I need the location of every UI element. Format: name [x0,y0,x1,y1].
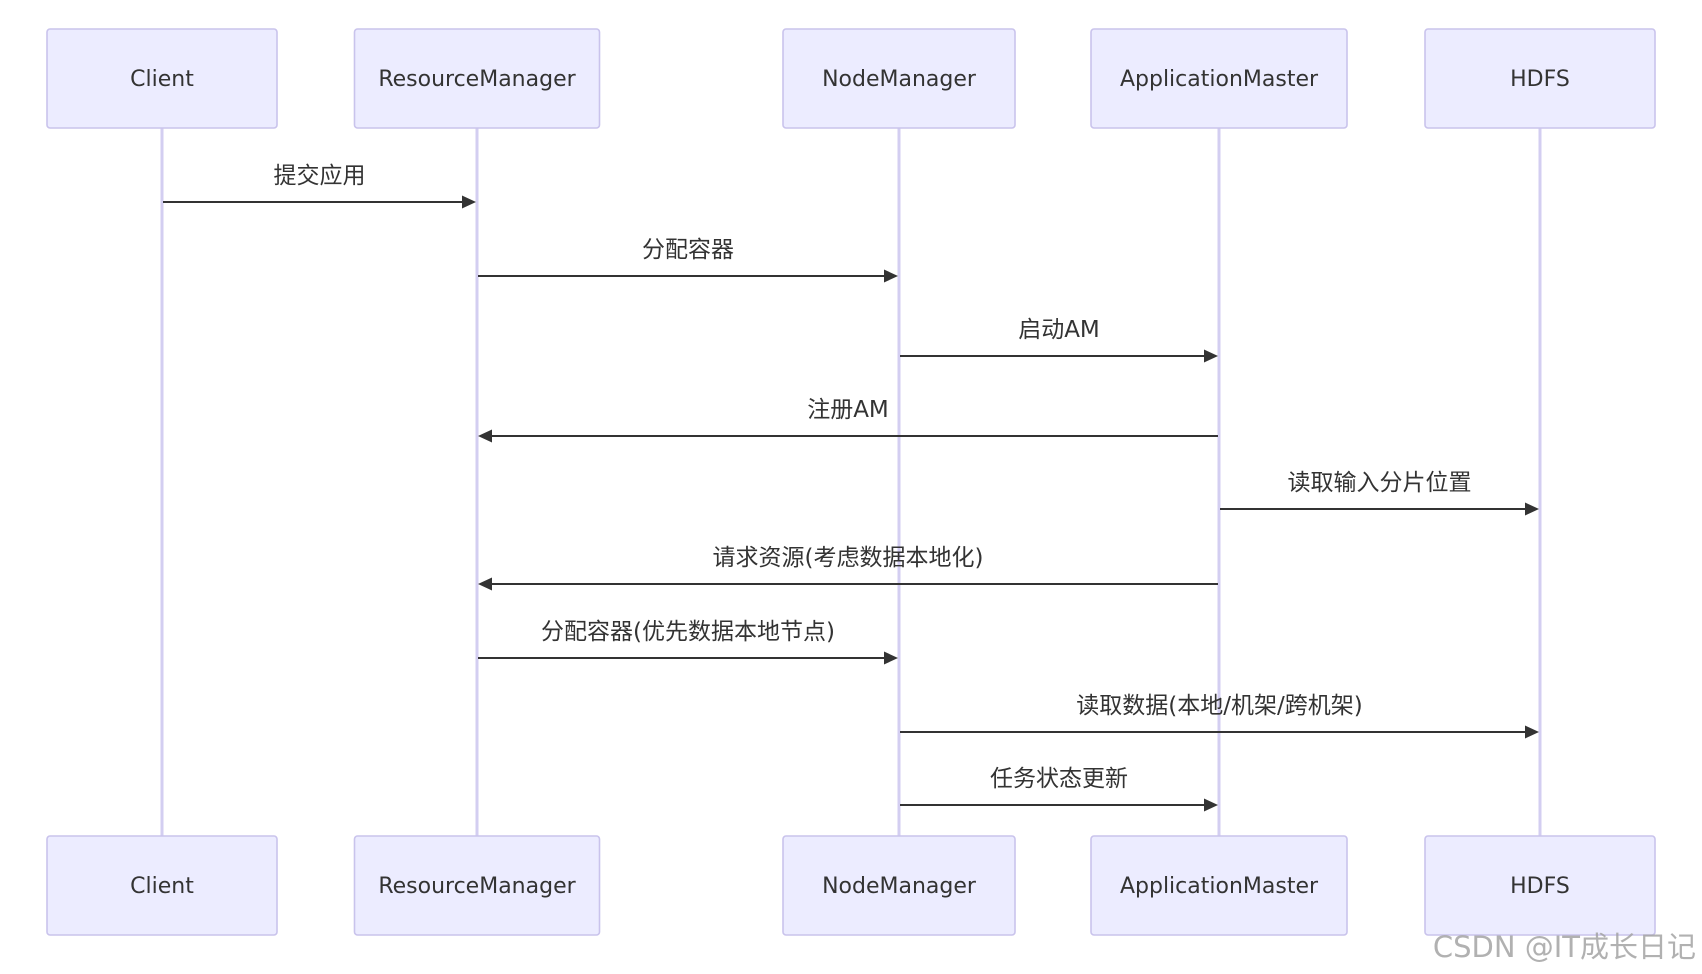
arrowhead [1525,725,1539,739]
actor-bottom-applicationmaster: ApplicationMaster [1090,835,1348,936]
actor-bottom-resourcemanager: ResourceManager [353,835,601,936]
actor-bottom-nodemanager: NodeManager [782,835,1016,936]
arrowhead [884,651,898,665]
message-9: 任务状态更新 [900,766,1218,812]
actor-box [46,28,278,129]
actor-label: NodeManager [822,67,977,92]
message-4: 注册AM [478,397,1218,443]
actor-box [1424,835,1656,936]
actor-label: Client [130,67,194,92]
message-label: 提交应用 [274,163,366,189]
message-label: 分配容器(优先数据本地节点) [541,619,835,645]
actors-bottom-row: Client ResourceManager NodeManager Applicat… [46,835,1656,936]
arrowhead [1525,502,1539,516]
message-3: 启动AM [900,317,1218,363]
actor-label: HDFS [1510,67,1570,92]
message-1: 提交应用 [163,163,476,209]
actor-top-hdfs: HDFS [1424,28,1656,129]
message-label: 读取输入分片位置 [1288,470,1472,496]
actor-label: ResourceManager [378,874,576,899]
actor-label: ApplicationMaster [1120,67,1319,92]
actor-box [46,835,278,936]
message-5: 读取输入分片位置 [1220,470,1539,516]
watermark-text: CSDN @IT成长日记 [1433,930,1696,964]
actor-label: NodeManager [822,874,977,899]
actor-bottom-client: Client [46,835,278,936]
actor-box [782,835,1016,936]
actor-top-client: Client [46,28,278,129]
message-6: 请求资源(考虑数据本地化) [478,545,1218,591]
actor-label: ResourceManager [378,67,576,92]
arrowhead [1204,349,1218,363]
message-label: 读取数据(本地/机架/跨机架) [1076,693,1362,719]
message-label: 注册AM [807,397,889,423]
message-8: 读取数据(本地/机架/跨机架) [900,693,1539,739]
actor-top-nodemanager: NodeManager [782,28,1016,129]
message-label: 请求资源(考虑数据本地化) [713,545,984,571]
message-label: 任务状态更新 [990,766,1128,792]
actor-label: HDFS [1510,874,1570,899]
actors-top-row: Client ResourceManager NodeManager Applicat… [46,28,1656,129]
actor-box [1090,835,1348,936]
actor-label: ApplicationMaster [1120,874,1319,899]
actor-box [1090,28,1348,129]
arrowhead [884,269,898,283]
arrowhead [462,195,476,209]
actor-box [353,835,601,936]
actor-label: Client [130,874,194,899]
actor-bottom-hdfs: HDFS [1424,835,1656,936]
actor-box [353,28,601,129]
message-7: 分配容器(优先数据本地节点) [478,619,898,665]
actor-top-applicationmaster: ApplicationMaster [1090,28,1348,129]
message-2: 分配容器 [478,237,898,283]
actor-box [782,28,1016,129]
actor-top-resourcemanager: ResourceManager [353,28,601,129]
actor-box [1424,28,1656,129]
arrowhead [1204,798,1218,812]
arrowhead [478,577,492,591]
message-label: 启动AM [1018,317,1100,343]
lifelines [160,128,1542,836]
message-label: 分配容器 [642,237,734,263]
arrowhead [478,429,492,443]
